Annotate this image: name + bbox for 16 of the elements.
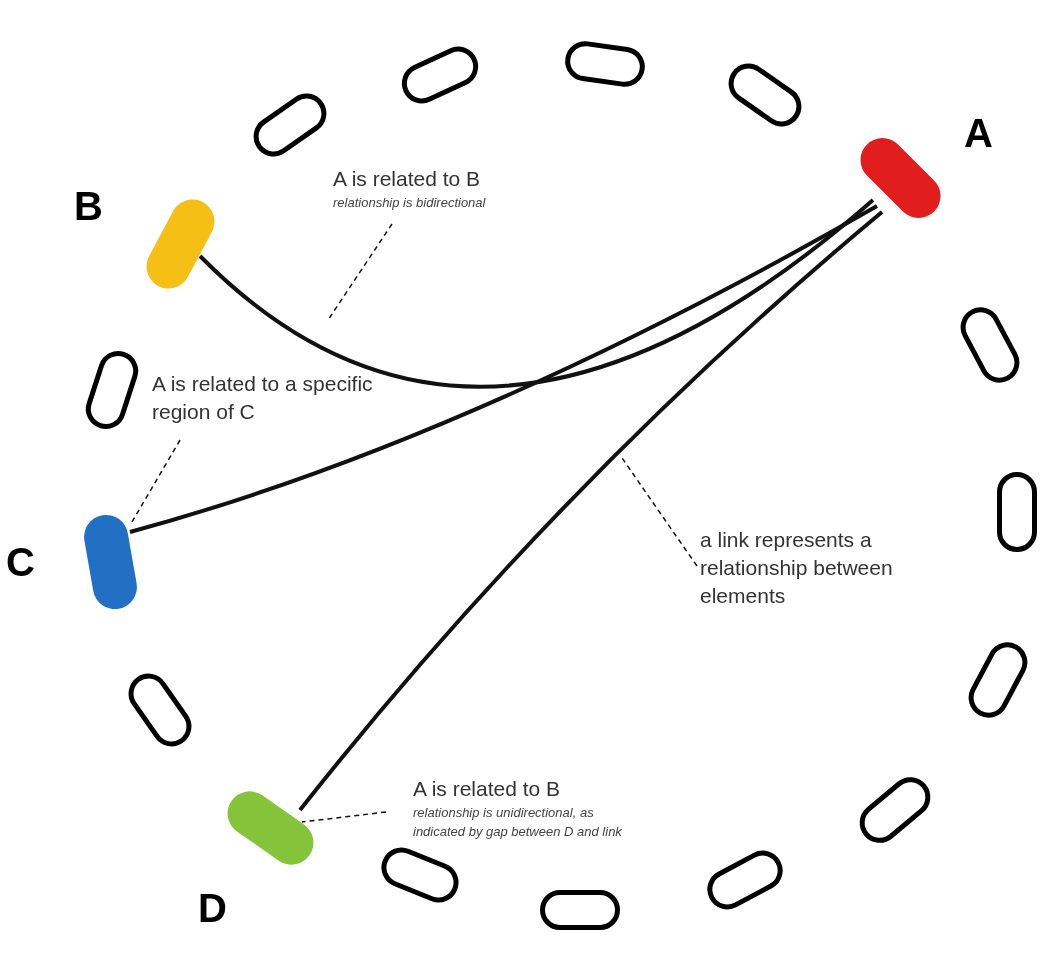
annotation-text: A is related to B [413,776,562,802]
link-curve [198,198,875,388]
link-curve [298,210,884,812]
leader-line [301,811,387,823]
element-letter: C [6,542,35,582]
annotation-note: relationship is unidirectional, as indicated by gap between D and link [413,804,623,841]
leader-line [131,439,181,523]
link-curve [129,204,878,534]
element-letter: A [964,113,993,153]
element-letter: B [74,186,103,226]
annotation-text: A is related to a specific region of C [152,371,374,425]
annotation-text: A is related to B [333,166,482,192]
element-letter: D [198,888,227,928]
annotation-note: relationship is bidirectional [333,194,487,212]
leader-line [327,223,393,321]
annotation-text: a link represents a relationship between elements [700,527,894,609]
